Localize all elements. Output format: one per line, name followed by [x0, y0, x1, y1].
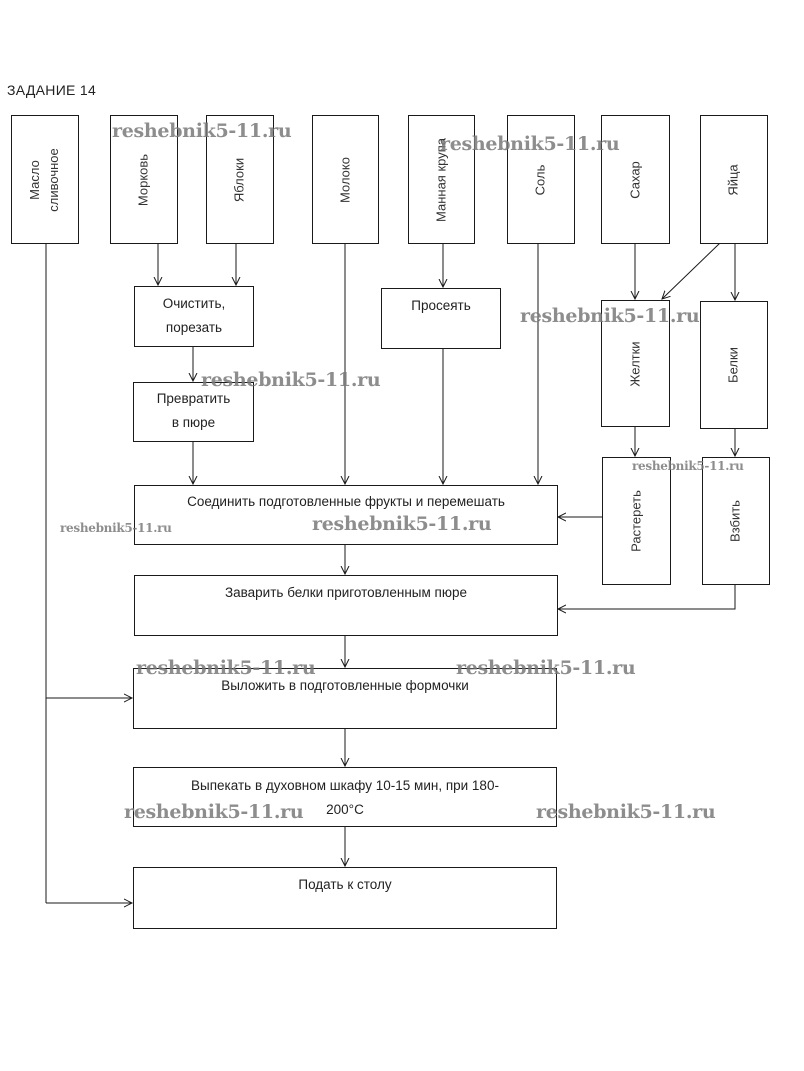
arrow-whip-to-brew: [558, 584, 736, 609]
step-yolks: Желтки: [601, 300, 670, 427]
step-rub-label: Растереть: [628, 490, 644, 552]
step-place: Выложить в подготовленные формочки: [133, 668, 557, 729]
ingredient-milk: Молоко: [312, 115, 379, 244]
watermark: reshebnik5-11.ru: [536, 801, 716, 823]
step-brew-label: Заварить белки приготовленным пюре: [224, 585, 467, 600]
watermark: reshebnik5-11.ru: [112, 120, 292, 142]
arrow-eggs-to-yolks: [662, 242, 721, 299]
watermark: reshebnik5-11.ru: [124, 801, 304, 823]
step-bake-line1: Выпекать в духовном шкафу 10-15 мин, при…: [191, 778, 499, 793]
ingredient-carrot-label: Морковь: [135, 153, 151, 206]
task-title: ЗАДАНИЕ 14: [7, 82, 97, 98]
ingredient-semolina: Манная крупа: [408, 115, 475, 244]
step-sift: Просеять: [381, 288, 501, 349]
step-puree-line2: в пюре: [171, 415, 216, 430]
step-whites-label: Белки: [725, 347, 741, 383]
step-yolks-label: Желтки: [627, 340, 643, 387]
watermark: reshebnik5-11.ru: [201, 369, 381, 391]
ingredient-butter-label: Масло сливочное: [27, 147, 61, 212]
step-bake-line2: 200°С: [326, 802, 364, 817]
ingredient-carrot: Морковь: [110, 115, 178, 244]
ingredient-apples-label: Яблоки: [231, 157, 247, 202]
ingredient-sugar-label: Сахар: [627, 160, 643, 199]
step-place-label: Выложить в подготовленные формочки: [221, 678, 469, 693]
step-bake: Выпекать в духовном шкафу 10-15 мин, при…: [133, 767, 557, 827]
watermark: reshebnik5-11.ru: [456, 657, 636, 679]
watermark: reshebnik5-11.ru: [312, 513, 492, 535]
step-whip-label: Взбить: [727, 500, 743, 542]
ingredient-eggs-label: Яйца: [725, 163, 741, 196]
watermark: reshebnik5-11.ru: [632, 459, 744, 473]
ingredient-sugar: Сахар: [601, 115, 670, 244]
step-puree: Превратить в пюре: [133, 382, 254, 442]
step-peel-cut-line1: Очистить,: [162, 296, 226, 311]
ingredient-salt: Соль: [507, 115, 575, 244]
step-brew: Заварить белки приготовленным пюре: [134, 575, 558, 636]
ingredient-salt-label: Соль: [532, 164, 548, 195]
ingredient-milk-label: Молоко: [337, 156, 353, 203]
watermark: reshebnik5-11.ru: [60, 521, 172, 535]
step-serve-label: Подать к столу: [298, 877, 392, 892]
step-serve: Подать к столу: [133, 867, 557, 929]
watermark: reshebnik5-11.ru: [520, 305, 700, 327]
ingredient-apples: Яблоки: [206, 115, 274, 244]
step-peel-cut: Очистить, порезать: [134, 286, 254, 347]
watermark: reshebnik5-11.ru: [440, 133, 620, 155]
watermark: reshebnik5-11.ru: [136, 657, 316, 679]
ingredient-butter: Масло сливочное: [11, 115, 79, 244]
step-combine: Соединить подготовленные фрукты и переме…: [134, 485, 558, 545]
step-peel-cut-line2: порезать: [165, 320, 223, 335]
step-puree-line1: Превратить: [156, 391, 231, 406]
step-whites: Белки: [700, 301, 768, 429]
ingredient-eggs: Яйца: [700, 115, 768, 244]
step-combine-label: Соединить подготовленные фрукты и переме…: [187, 494, 505, 509]
step-sift-label: Просеять: [411, 298, 471, 313]
step-whip: Взбить: [702, 457, 770, 585]
step-rub: Растереть: [602, 457, 671, 585]
